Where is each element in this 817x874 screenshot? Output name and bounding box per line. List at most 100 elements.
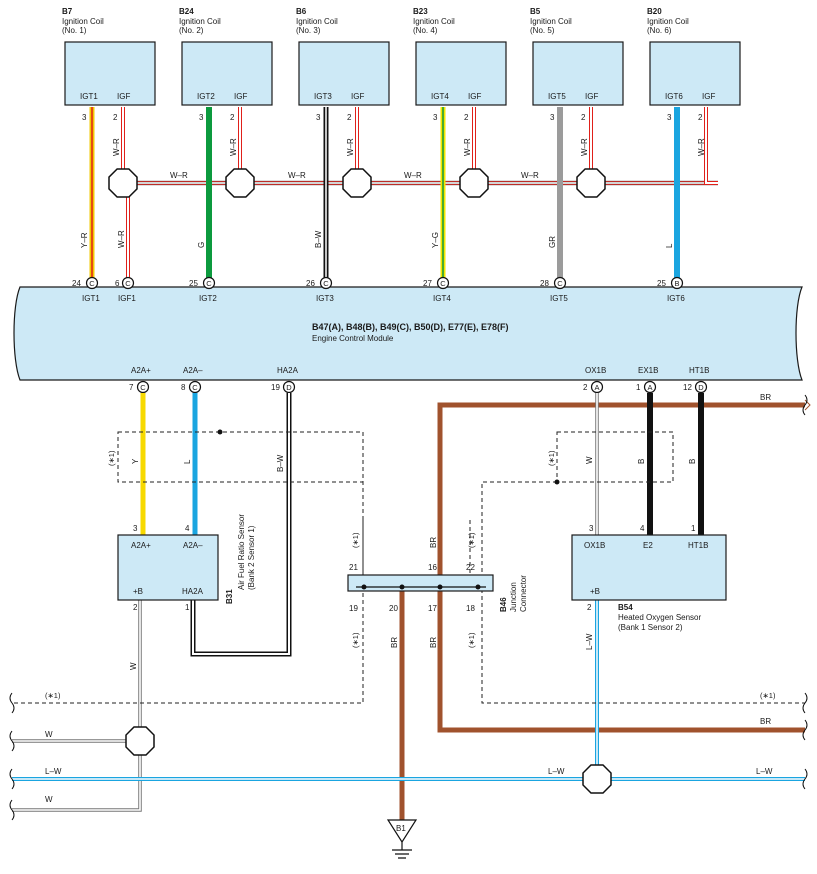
coil-pin-igf-1: IGF [117,92,130,101]
coil-name-6: Ignition Coil [647,17,689,26]
lower-splices [125,726,612,794]
jc-pin-22: 22 [466,563,475,572]
ground-symbol: B1 [386,819,418,859]
star-label-jc-21: (∗1) [351,532,360,548]
b-label-2: B [688,459,697,464]
lw-label-ho: L–W [585,633,594,650]
coil-pin-igt-5: IGT5 [548,92,566,101]
svg-text:D: D [286,383,292,392]
coil-name-4: Ignition Coil [413,17,455,26]
ecm-bottom-label-2: A2A– [183,366,203,375]
coil-pin-igt-4: IGT4 [431,92,449,101]
ecm-pinnum-3: 26 [306,279,315,288]
ecm-title: B47(A), B48(B), B49(C), B50(D), E77(E), … [312,322,509,332]
ecm-pin-igt5: C [553,276,567,290]
af-sensor-wires: Y L B–W [131,393,292,657]
coil-code-3: B6 [296,7,307,16]
star-label-jc-22: (∗1) [467,532,476,548]
jc-name2: Connector [519,575,528,612]
ecm-bottom-label-1: A2A+ [131,366,151,375]
svg-text:C: C [140,383,146,392]
ho-sub: (Bank 1 Sensor 2) [618,623,683,632]
af-num-2: 4 [185,524,190,533]
ecm-bottom-pinnum-2: 8 [181,383,186,392]
ecm-subtitle: Engine Control Module [312,334,394,343]
ecm-bottom-pinnum-5: 1 [636,383,641,392]
coil-num-2: (No. 2) [179,26,204,35]
shield-lines: (∗1) (∗1) (∗1) (∗1) (∗1) (∗1) (∗1) (∗1) [12,429,805,704]
coil-pinnum-igt-6: 3 [667,113,672,122]
coil-box-6 [649,41,741,106]
ho-sensor: OX1B E2 HT1B +B 3 4 1 2 B54 Heated Oxyge… [571,524,727,632]
coil-pin-igf-2: IGF [234,92,247,101]
coil-pinnum-igt-3: 3 [316,113,321,122]
coil-pin-igf-3: IGF [351,92,364,101]
igt-wire-label-6: L [665,243,674,248]
jc-pin-16: 16 [428,563,437,572]
coil-pinnum-igf-3: 2 [347,113,352,122]
br-label-jc-17: BR [429,637,438,648]
b-label-1: B [637,459,646,464]
af-plusb-wire: W W W [12,600,142,812]
ecm-bottom-pin-1: C [136,380,150,394]
star-label-ho: (∗1) [547,450,556,466]
coil-pin-igf-5: IGF [585,92,598,101]
wr-drop-label-6: W–R [697,138,706,156]
igt-wire-label-2: G [197,242,206,248]
ho-num-2: 4 [640,524,645,533]
ecm-pinlabel-2: IGT2 [199,294,217,303]
ecm-pinnum-2: 25 [189,279,198,288]
coil-box-2 [181,41,273,106]
ho-sensor-wires: W B B [585,393,704,535]
y-label: Y [131,458,140,464]
coil-box-5 [532,41,624,106]
af-pin-ha2a: HA2A [182,587,204,596]
splice-2 [225,168,255,198]
coil-pin-igf-4: IGF [468,92,481,101]
lw-bus: L–W L–W L–W L–W [12,600,805,781]
bw-label: B–W [276,454,285,472]
splice-1 [108,168,138,198]
bus-labels: W–R W–R W–R W–R [170,171,539,180]
ecm-bottom-pin-5: A [643,380,657,394]
splice-4 [459,168,489,198]
jc-pin-20: 20 [389,604,398,613]
ecm-pinnum-5: 28 [540,279,549,288]
ecm-bottom-pinnum-4: 2 [583,383,588,392]
w-label-left-2: W [45,795,53,804]
coil-pinnum-igf-1: 2 [113,113,118,122]
wr-drop-label-2: W–R [229,138,238,156]
lw-label-right: L–W [756,767,773,776]
coil-code-5: B5 [530,7,541,16]
coil-pinnum-igf-4: 2 [464,113,469,122]
ecm-pinlabel-3: IGT3 [316,294,334,303]
ho-pin-plusb: +B [590,587,600,596]
junction-connector: 21 16 22 19 20 17 18 B46 Junction Connec… [347,563,528,613]
lw-label-left: L–W [45,767,62,776]
wr-drop-label-1: W–R [112,138,121,156]
igt-wire-label-5: GR [548,236,557,248]
coil-pinnum-igf-6: 2 [698,113,703,122]
ecm-bottom-label-6: HT1B [689,366,709,375]
ho-pin-ht1b: HT1B [688,541,708,550]
ecm-bottom-pin-2: C [188,380,202,394]
coil-pin-igt-6: IGT6 [665,92,683,101]
svg-text:A: A [594,383,599,392]
af-sensor: A2A+ A2A– +B HA2A 3 4 2 1 B31 Air Fuel R… [117,514,256,612]
coil-name-3: Ignition Coil [296,17,338,26]
wr-label-3: W–R [404,171,422,180]
igt-wire-label-3: B–W [314,230,323,248]
coil-pinnum-igf-5: 2 [581,113,586,122]
coil-num-3: (No. 3) [296,26,321,35]
coil-num-4: (No. 4) [413,26,438,35]
wr-igf1-label: W–R [117,230,126,248]
af-name: Air Fuel Ratio Sensor [237,514,246,590]
ground-code: B1 [396,824,406,833]
lw-label-mid: L–W [548,767,565,776]
ecm-bottom-pin-3: D [282,380,296,394]
af-code: B31 [225,589,234,604]
coil-code-2: B24 [179,7,194,16]
ecm-bottom-label-3: HA2A [277,366,299,375]
star-label-left: (∗1) [45,691,61,700]
